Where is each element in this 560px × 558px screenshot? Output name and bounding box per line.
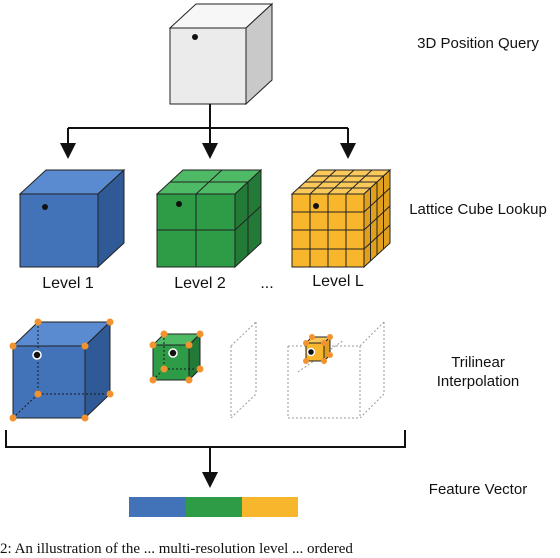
level-2-query-point	[176, 201, 182, 207]
interp-2-corner-point	[149, 376, 157, 384]
query-point	[192, 34, 198, 40]
label-lattice-cube-lookup: Lattice Cube Lookup	[409, 201, 547, 218]
interp-1-corner-point	[81, 414, 89, 422]
interp-2-corner-point	[196, 330, 204, 338]
interp-2-corner-point	[196, 365, 204, 373]
label-ellipsis: ...	[260, 275, 274, 292]
interp-2-corner-point	[149, 341, 157, 349]
interp-l-corner-point	[303, 358, 309, 364]
interp-1-corner-point	[9, 414, 17, 422]
interp-2-corner-point	[185, 341, 193, 349]
interp-level-1	[9, 318, 114, 422]
interp-1-corner-point	[106, 318, 114, 326]
query-cube-front	[169, 27, 247, 105]
level-2-cube	[155, 168, 263, 269]
level-1-cube	[18, 168, 126, 269]
branch-arrows	[60, 104, 356, 159]
label-level-l: Level L	[312, 273, 364, 290]
feature-segment-level-l	[242, 497, 298, 517]
interp-2-corner-point	[160, 365, 168, 373]
interp-l-query-point	[306, 347, 316, 357]
interp-1-corner-point	[34, 318, 42, 326]
interp-level-2	[149, 321, 257, 419]
feature-segment-level-1	[129, 497, 186, 517]
interp-2-query-point	[168, 348, 178, 358]
aggregation-brace	[5, 430, 406, 488]
label-trilinear-interpolation: Trilinear Interpolation	[436, 354, 520, 390]
interp-l-corner-point	[327, 334, 333, 340]
feature-segment-level-2	[186, 497, 242, 517]
interp-level-l	[287, 321, 385, 419]
level-1-query-point	[42, 204, 48, 210]
interp-1-corner-point	[9, 342, 17, 350]
feature-vector	[129, 497, 298, 517]
interp-1-corner-point	[34, 390, 42, 398]
figure-caption-fragment: 2: An illustration of the ... multi-reso…	[0, 541, 353, 557]
interp-l-corner-point	[321, 340, 327, 346]
label-3d-position-query: 3D Position Query	[417, 35, 539, 52]
interp-l-corner-point	[321, 358, 327, 364]
query-cube	[168, 2, 274, 106]
interp-l-corner-point	[303, 340, 309, 346]
label-level-1: Level 1	[42, 275, 94, 292]
interp-2-corner-point	[160, 330, 168, 338]
interp-l-corner-point	[309, 334, 315, 340]
level-l-query-point	[313, 203, 319, 209]
interp-1-query-point	[32, 350, 42, 360]
interp-1-corner-point	[81, 342, 89, 350]
interp-2-corner-point	[185, 376, 193, 384]
label-feature-vector: Feature Vector	[428, 481, 528, 498]
interp-1-corner-point	[106, 390, 114, 398]
level-l-cube	[290, 168, 392, 269]
label-level-2: Level 2	[174, 275, 226, 292]
interp-l-corner-point	[327, 352, 333, 358]
